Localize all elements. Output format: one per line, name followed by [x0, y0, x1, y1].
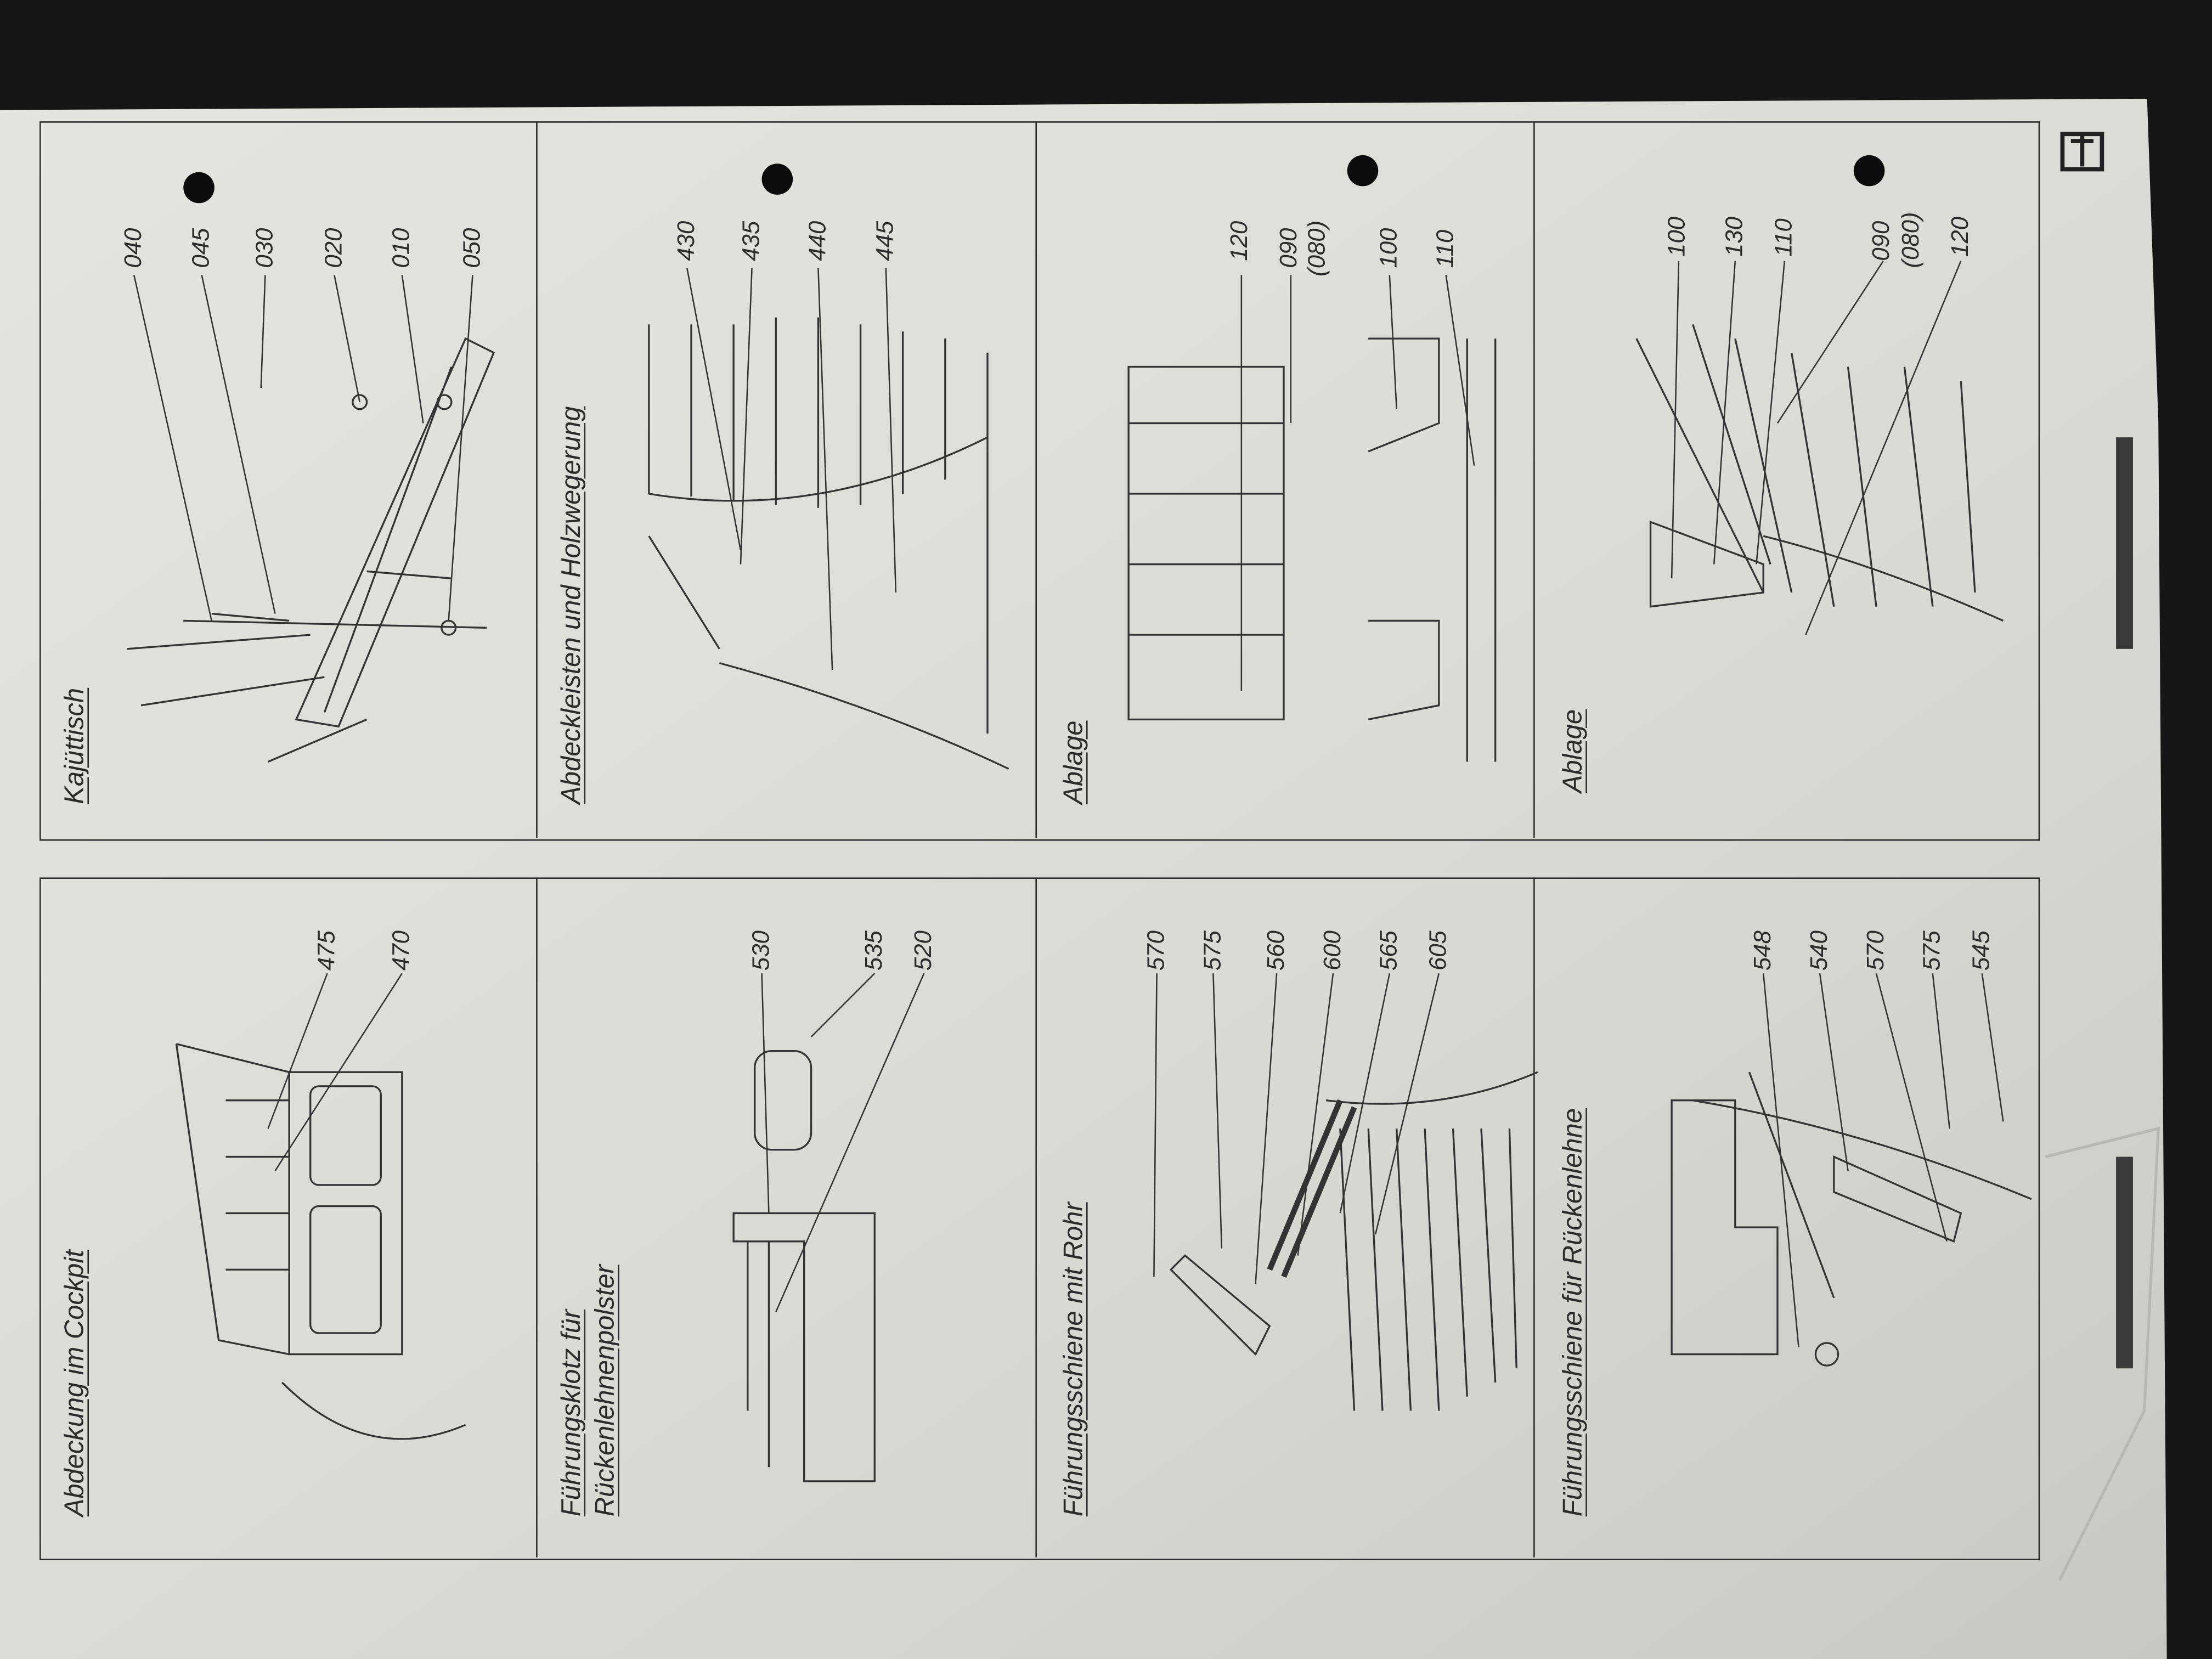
part-number: 110 — [1431, 229, 1459, 268]
part-number: 570 — [1142, 930, 1170, 971]
part-number: 040 — [120, 228, 147, 268]
divider — [1533, 877, 1535, 1558]
part-number: 445 — [872, 221, 899, 261]
part-number: 470 — [388, 930, 415, 971]
tape-mark — [2116, 1156, 2133, 1369]
part-number: 548 — [1749, 930, 1776, 971]
part-number: 030 — [251, 228, 278, 268]
part-number: 560 — [1262, 930, 1290, 971]
part-number: 575 — [1918, 930, 1945, 971]
part-number: 530 — [747, 930, 775, 971]
part-number: 540 — [1805, 930, 1833, 971]
part-number: 475 — [313, 930, 340, 971]
part-number: 600 — [1319, 930, 1346, 971]
part-number: 430 — [673, 221, 700, 261]
part-number: 535 — [860, 930, 888, 971]
part-number: 130 — [1721, 217, 1748, 257]
rail-with-tube-drawing — [1169, 1071, 1538, 1411]
panel-title-line1: Führungsklotz für — [557, 1309, 587, 1517]
panel-title: Abdeckung im Cockpit — [60, 1250, 91, 1517]
part-number: 010 — [388, 228, 415, 268]
lower-frame — [39, 877, 2040, 1560]
part-number: 020 — [320, 228, 347, 268]
panel-title: Ablage — [1559, 709, 1589, 793]
panel-title-line2: Rückenlehnenpolster — [591, 1265, 621, 1517]
part-number: 575 — [1199, 930, 1226, 971]
part-number: (080) — [1897, 212, 1925, 268]
shelf-drawing-1 — [1127, 337, 1497, 762]
part-number: 090 — [1867, 221, 1895, 261]
part-number: 100 — [1375, 228, 1402, 268]
part-number: 565 — [1375, 930, 1402, 971]
leader-lines — [133, 261, 2004, 1347]
part-number: 045 — [187, 228, 215, 268]
part-number: 605 — [1425, 930, 1452, 971]
part-number: 050 — [458, 228, 486, 268]
guide-block-drawing — [732, 1050, 876, 1482]
divider — [536, 877, 1037, 1558]
part-number: 110 — [1770, 218, 1797, 257]
part-number: (080) — [1303, 220, 1330, 276]
tape-mark — [2116, 437, 2133, 649]
upper-frame — [39, 121, 2040, 841]
part-number: 090 — [1275, 228, 1302, 268]
panel-title: Kajüttisch — [60, 687, 91, 804]
punch-hole — [183, 172, 215, 204]
cockpit-drawing — [175, 1043, 466, 1440]
backrest-rail-drawing — [1671, 1071, 2032, 1367]
trim-drawing — [648, 317, 1009, 770]
part-number: 435 — [737, 221, 765, 261]
part-number: 545 — [1968, 930, 1995, 971]
part-number: 120 — [1226, 221, 1253, 261]
part-number: 570 — [1862, 930, 1889, 971]
punch-hole — [1347, 155, 1379, 187]
panel-title: Ablage — [1059, 720, 1090, 804]
shelf-drawing-2 — [1635, 324, 2004, 622]
part-number: 120 — [1946, 217, 1974, 257]
punch-hole — [1853, 155, 1885, 187]
part-number: 520 — [910, 930, 937, 971]
divider — [1533, 121, 1535, 838]
panel-title: Führungsschiene für Rückenlehne — [1559, 1108, 1589, 1517]
panel-title: Führungsschiene mit Rohr — [1059, 1202, 1090, 1517]
punch-hole — [761, 163, 793, 195]
table-drawing — [127, 337, 495, 763]
part-number: 100 — [1663, 217, 1690, 257]
panel-title: Abdeckleisten und Holzwegerung — [557, 406, 587, 804]
part-number: 440 — [804, 221, 831, 261]
divider — [536, 121, 1037, 838]
